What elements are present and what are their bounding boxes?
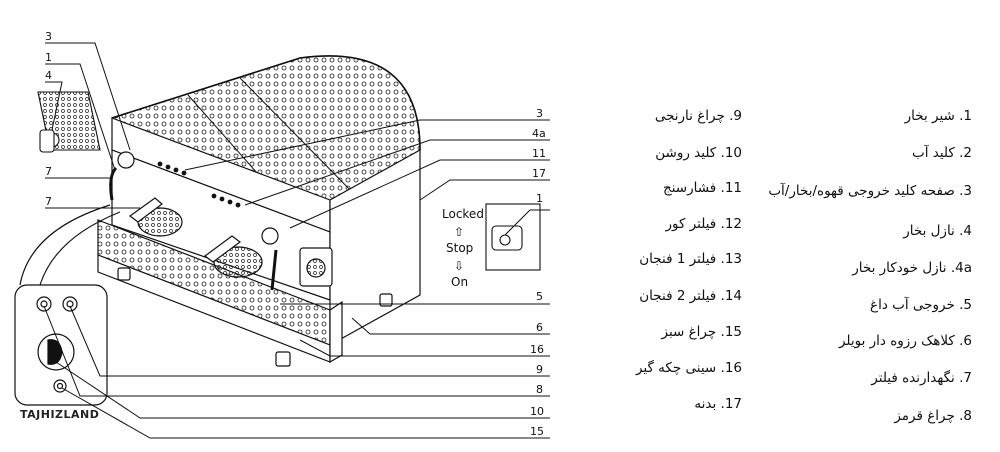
legend-item: 17. بدنه bbox=[694, 396, 742, 412]
control-panel-inset bbox=[14, 204, 121, 406]
legend-item: 14. فیلتر 2 فنجان bbox=[639, 288, 742, 304]
callout-right: 9 bbox=[536, 363, 543, 376]
legend-item: 5. خروجی آب داغ bbox=[870, 297, 972, 313]
legend-item: 9. چراغ نارنجی bbox=[654, 108, 742, 124]
legend-item: 15. چراغ سبز bbox=[661, 324, 743, 340]
callout-right: 11 bbox=[532, 147, 546, 160]
legend-item: 2. کلید آب bbox=[912, 145, 972, 161]
espresso-machine-diagram: 3 1 4 7 7 3 4a 11 17 1 5 6 16 9 8 10 15 … bbox=[14, 30, 550, 439]
callout-right: 8 bbox=[536, 383, 543, 396]
valve-states: Locked ⇧ Stop ⇩ On bbox=[442, 207, 484, 289]
valve-state-on: On bbox=[451, 275, 468, 289]
brand-logo-text: TAJHIZLAND bbox=[20, 408, 100, 421]
callout-right: 4a bbox=[532, 127, 546, 140]
legend-item: 13. فیلتر 1 فنجان bbox=[639, 251, 742, 267]
valve-state-inset bbox=[485, 203, 541, 271]
callout-labels-left: 3 1 4 7 7 bbox=[45, 30, 52, 208]
arrow-down-icon: ⇩ bbox=[454, 259, 464, 273]
valve-state-locked: Locked bbox=[442, 207, 484, 221]
brand-logo: TAJHIZLAND bbox=[20, 408, 99, 421]
callout-right: 5 bbox=[536, 290, 543, 303]
callout-right: 3 bbox=[536, 107, 543, 120]
callout-right: 15 bbox=[530, 425, 544, 438]
callout-right: 6 bbox=[536, 321, 543, 334]
callout-left: 1 bbox=[45, 51, 52, 64]
valve-state-stop: Stop bbox=[446, 241, 473, 255]
legend-item: 4a. نازل خودکار بخار bbox=[852, 260, 972, 276]
legend-item: 7. نگهدارنده فیلتر bbox=[871, 370, 972, 386]
legend-item: 10. کلید روشن bbox=[655, 145, 742, 161]
legend-item: 3. صفحه کلید خروجی قهوه/بخار/آب bbox=[768, 183, 972, 199]
callout-right: 10 bbox=[530, 405, 544, 418]
leader-lines bbox=[43, 42, 550, 439]
steam-valve-inset bbox=[37, 91, 101, 153]
callout-left: 3 bbox=[45, 30, 52, 43]
legend-item: 4. نازل بخار bbox=[903, 223, 972, 239]
legend-item: 1. شیر بخار bbox=[904, 108, 972, 124]
legend-item: 6. کلاهک رزوه دار بویلر bbox=[838, 333, 972, 349]
legend-item: 8. چراغ قرمز bbox=[894, 408, 972, 424]
machine-body bbox=[97, 55, 421, 367]
legend-item: 16. سینی چکه گیر bbox=[635, 360, 742, 376]
callout-labels-right: 3 4a 11 17 1 5 6 16 9 8 10 15 bbox=[530, 107, 546, 438]
legend-item: 11. فشارسنج bbox=[663, 180, 742, 196]
callout-right: 16 bbox=[530, 343, 544, 356]
legend-right-column: 1. شیر بخار 2. کلید آب 3. صفحه کلید خروج… bbox=[712, 108, 972, 428]
callout-right: 17 bbox=[532, 167, 546, 180]
callout-left: 7 bbox=[45, 165, 52, 178]
callout-right: 1 bbox=[536, 192, 543, 205]
arrow-up-icon: ⇧ bbox=[454, 225, 464, 239]
callout-left: 7 bbox=[45, 195, 52, 208]
callout-left: 4 bbox=[45, 69, 52, 82]
legend-middle-column: 9. چراغ نارنجی 10. کلید روشن 11. فشارسنج… bbox=[600, 108, 743, 412]
legend-item: 12. فیلتر کور bbox=[665, 216, 742, 232]
